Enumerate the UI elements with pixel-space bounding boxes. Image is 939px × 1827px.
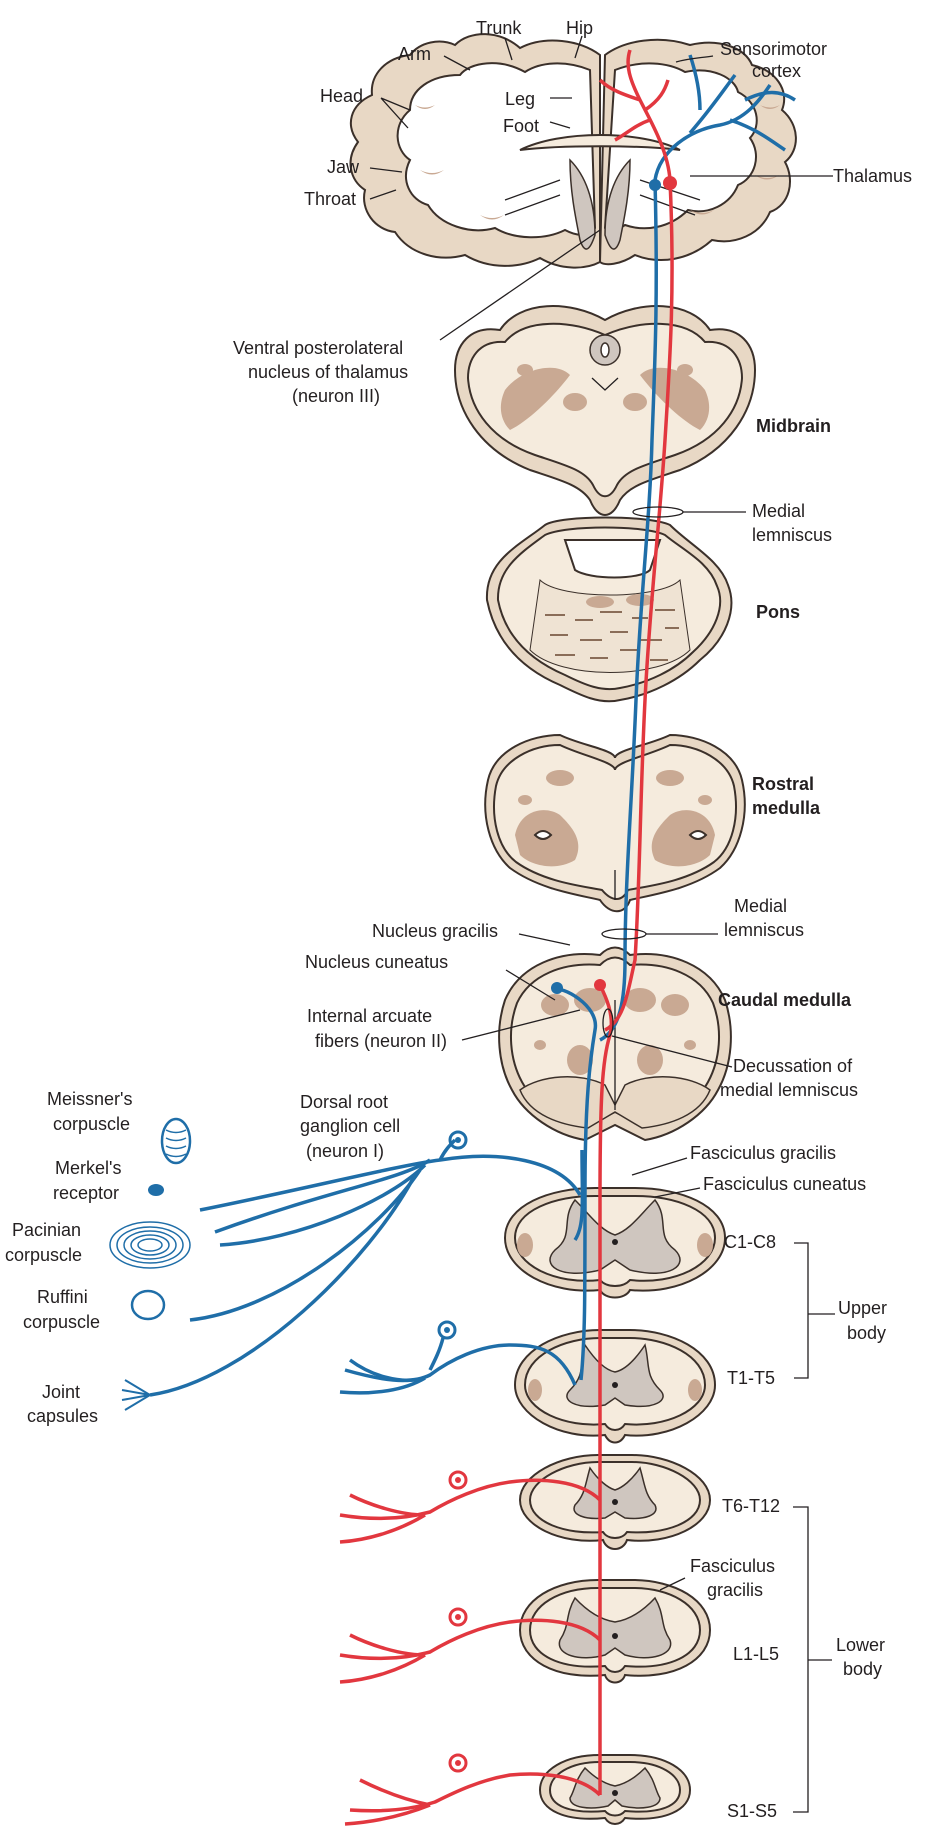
label-drg-3: (neuron I) [306, 1141, 384, 1161]
label-l1-l5: L1-L5 [733, 1644, 779, 1664]
label-nucleus-gracilis: Nucleus gracilis [372, 921, 498, 941]
label-s1-s5: S1-S5 [727, 1801, 777, 1821]
label-merkel-1: Merkel's [55, 1158, 121, 1178]
label-ruffini-2: corpuscle [23, 1312, 100, 1332]
label-fasciculus-gracilis-b2: gracilis [707, 1580, 763, 1600]
label-arcuate-2: fibers (neuron II) [315, 1031, 447, 1051]
label-vpl-line2: nucleus of thalamus [248, 362, 408, 382]
caudal-medulla-section [498, 946, 732, 1142]
red-pathway [339, 49, 677, 1826]
label-vpl-line1: Ventral posterolateral [233, 338, 403, 358]
pons-section [485, 516, 733, 703]
label-midbrain: Midbrain [756, 416, 831, 436]
joint-capsule-endings-icon [121, 1379, 151, 1411]
meissner-corpuscle-icon [160, 1117, 192, 1165]
label-foot: Foot [503, 116, 539, 136]
label-caudal-medulla: Caudal medulla [718, 990, 852, 1010]
labels: Trunk Hip Arm Head Leg Foot Jaw Throat S… [5, 18, 912, 1821]
label-pons: Pons [756, 602, 800, 622]
brain-coronal-section [349, 33, 797, 269]
label-lower-2: body [843, 1659, 882, 1679]
label-jaw: Jaw [327, 157, 360, 177]
label-c1-c8: C1-C8 [724, 1232, 776, 1252]
label-medial-lemniscus-2a: Medial [734, 896, 787, 916]
spinal-cord-t6-t12 [518, 1454, 712, 1550]
label-cortex: cortex [752, 61, 801, 81]
label-medial-lemniscus-1b: lemniscus [752, 525, 832, 545]
label-joint-2: capsules [27, 1406, 98, 1426]
ruffini-corpuscle-icon [130, 1289, 166, 1321]
label-medial-lemniscus-1a: Medial [752, 501, 805, 521]
spinal-cord-c1-c8 [503, 1187, 727, 1299]
spinal-cord-s1-s5 [538, 1754, 692, 1825]
label-joint-1: Joint [42, 1382, 80, 1402]
decussation-ring [602, 1008, 614, 1038]
label-arcuate-1: Internal arcuate [307, 1006, 432, 1026]
leader-lines [369, 35, 835, 1813]
label-fasciculus-gracilis: Fasciculus gracilis [690, 1143, 836, 1163]
label-arm: Arm [398, 44, 431, 64]
blue-pathway [109, 54, 796, 1411]
label-trunk: Trunk [476, 18, 522, 38]
spinal-cord-t1-t5 [513, 1329, 717, 1444]
label-ruffini-1: Ruffini [37, 1287, 88, 1307]
label-fasciculus-gracilis-b1: Fasciculus [690, 1556, 775, 1576]
label-head: Head [320, 86, 363, 106]
label-meissner-2: corpuscle [53, 1114, 130, 1134]
label-meissner-1: Meissner's [47, 1089, 132, 1109]
label-sensorimotor: Sensorimotor [720, 39, 827, 59]
spinal-cord-l1-l5 [518, 1579, 712, 1684]
label-leg: Leg [505, 89, 535, 109]
label-fasciculus-cuneatus: Fasciculus cuneatus [703, 1174, 866, 1194]
label-medial-lemniscus-2b: lemniscus [724, 920, 804, 940]
label-pacinian-2: corpuscle [5, 1245, 82, 1265]
label-thalamus: Thalamus [833, 166, 912, 186]
midbrain-section [453, 305, 757, 516]
label-upper-1: Upper [838, 1298, 887, 1318]
label-rostral: Rostral [752, 774, 814, 794]
label-t6-t12: T6-T12 [722, 1496, 780, 1516]
label-merkel-2: receptor [53, 1183, 119, 1203]
label-vpl-line3: (neuron III) [292, 386, 380, 406]
label-drg-1: Dorsal root [300, 1092, 388, 1112]
label-lower-1: Lower [836, 1635, 885, 1655]
label-upper-2: body [847, 1323, 886, 1343]
label-medulla: medulla [752, 798, 821, 818]
label-decussation-1: Decussation of [733, 1056, 853, 1076]
pacinian-corpuscle-icon [109, 1221, 191, 1269]
label-nucleus-cuneatus: Nucleus cuneatus [305, 952, 448, 972]
label-pacinian-1: Pacinian [12, 1220, 81, 1240]
label-throat: Throat [304, 189, 356, 209]
rostral-medulla-section [484, 733, 746, 913]
label-decussation-2: medial lemniscus [720, 1080, 858, 1100]
merkel-receptor-icon [148, 1184, 164, 1196]
label-hip: Hip [566, 18, 593, 38]
label-t1-t5: T1-T5 [727, 1368, 775, 1388]
label-drg-2: ganglion cell [300, 1116, 400, 1136]
